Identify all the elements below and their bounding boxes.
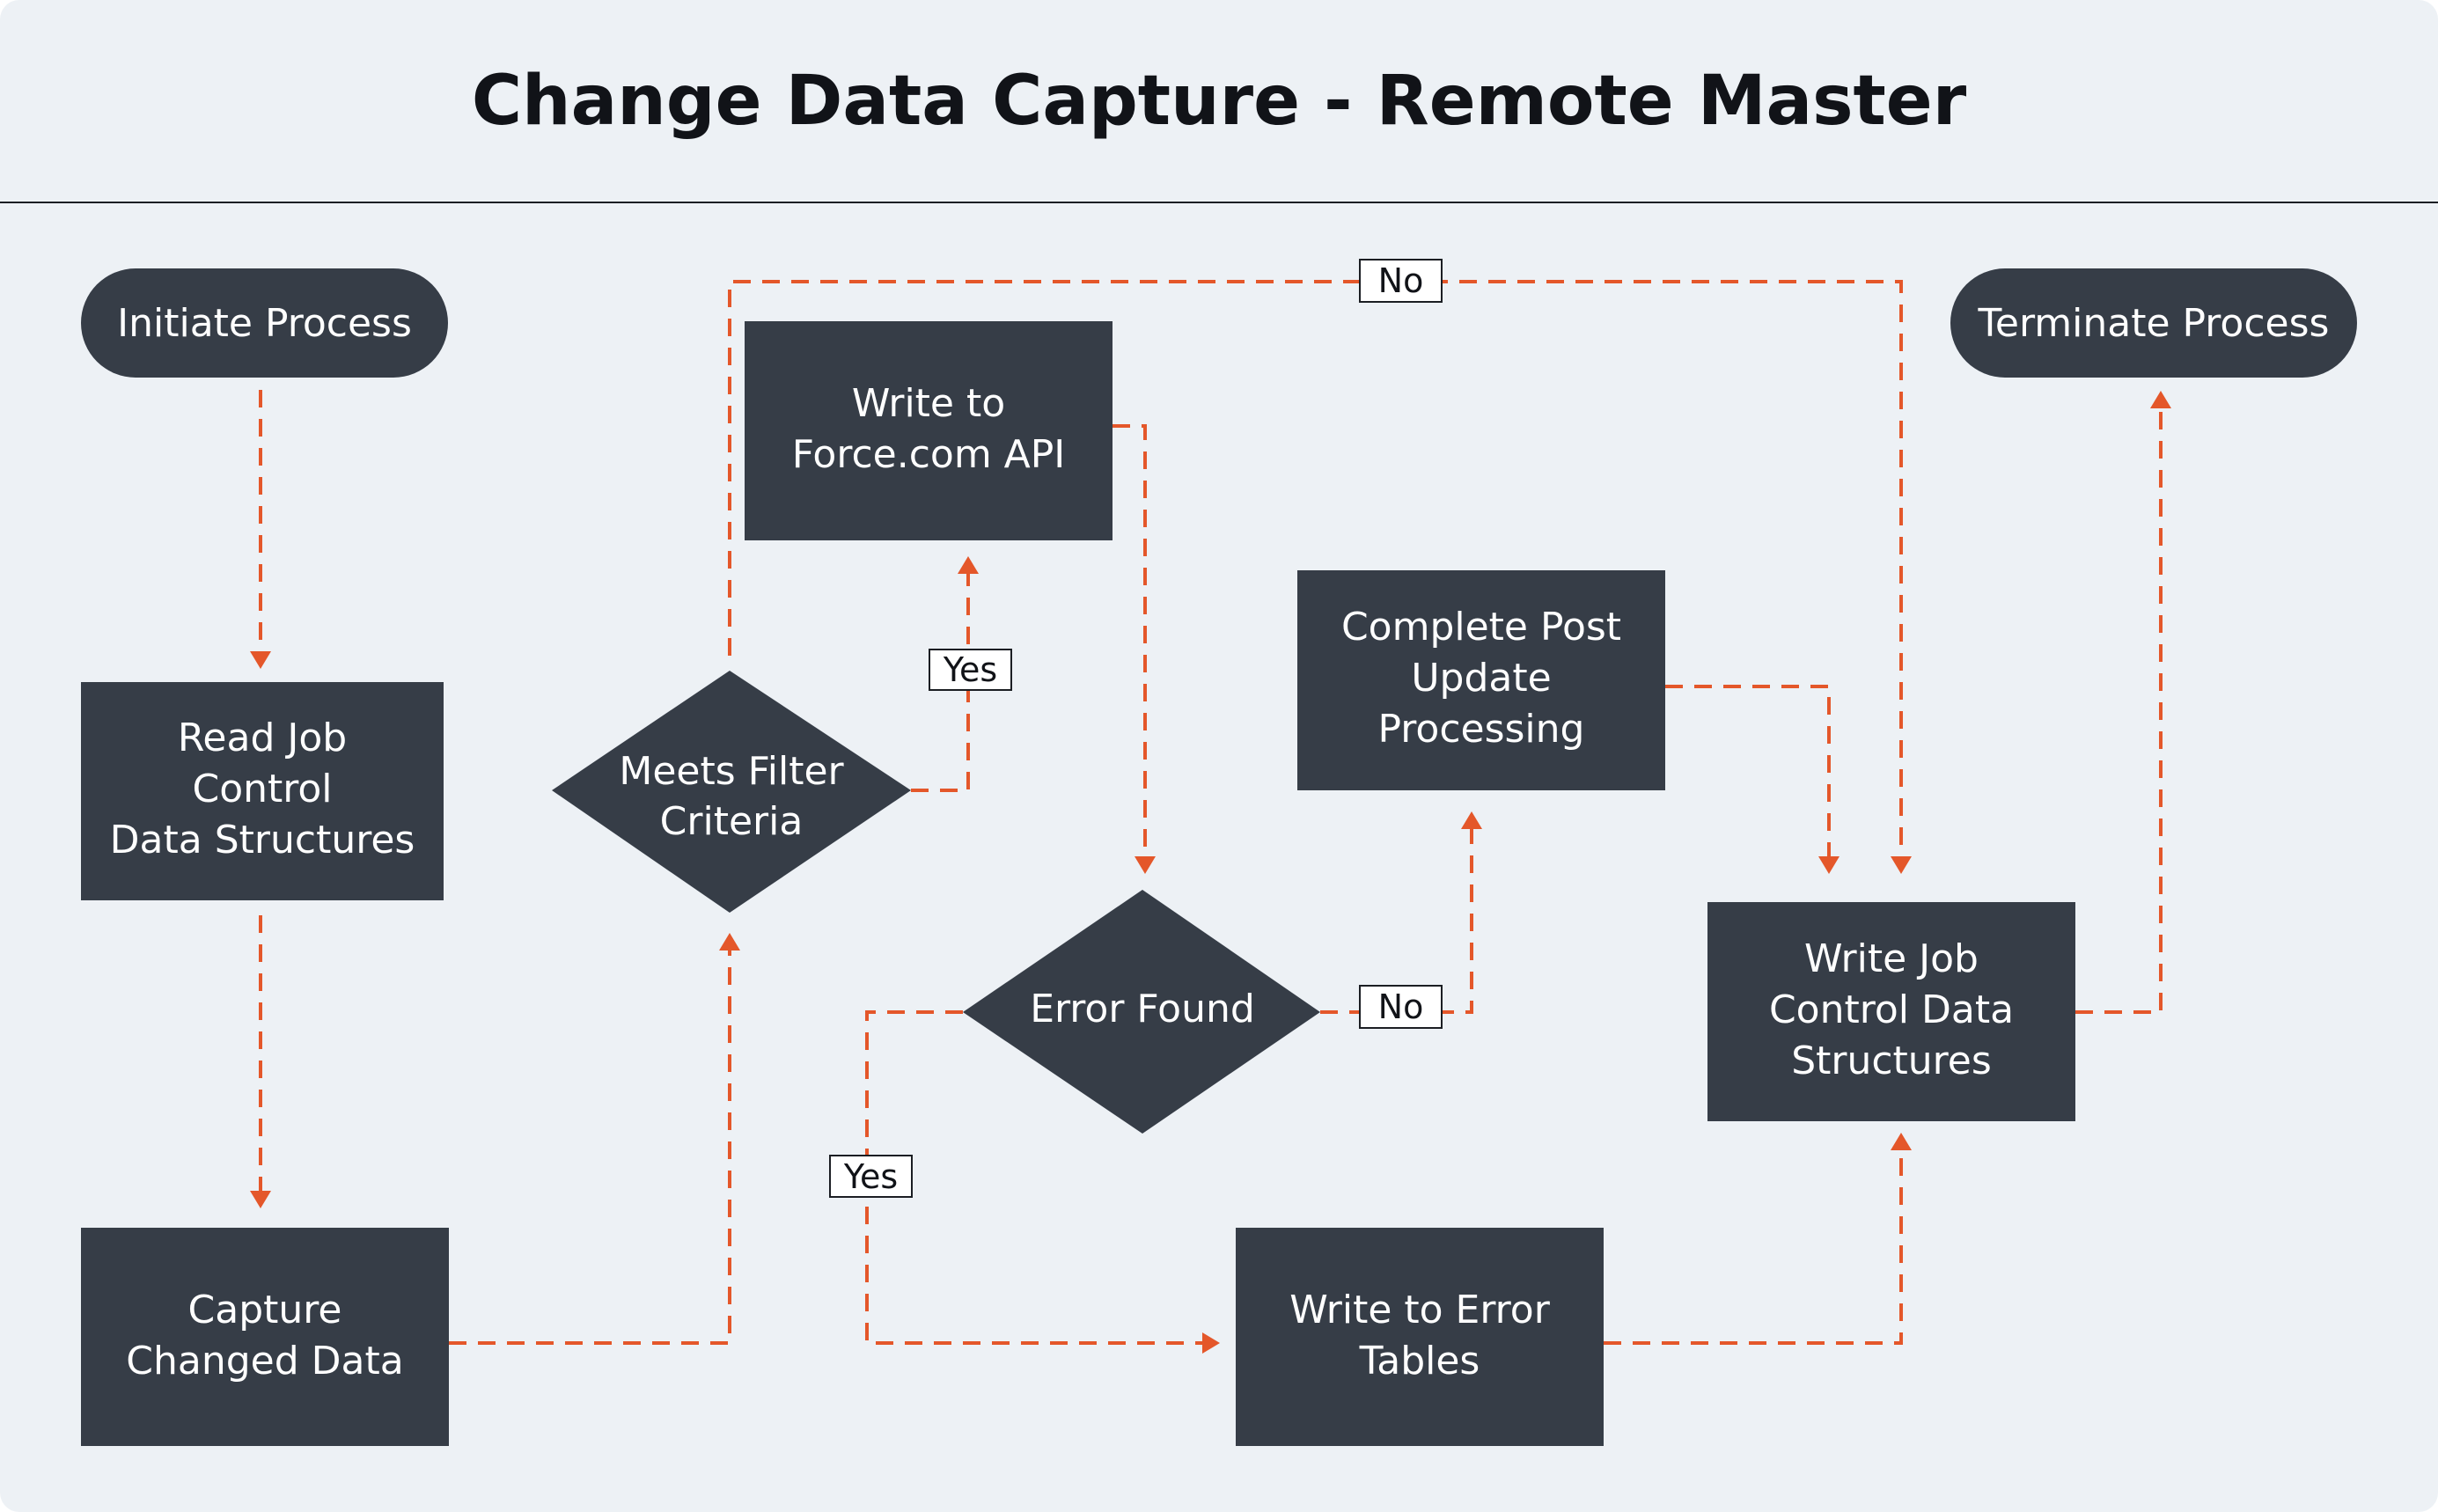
arrowhead-write-error-to-write-job xyxy=(1891,1133,1912,1150)
node-label: Control xyxy=(192,767,332,811)
node-label: Changed Data xyxy=(126,1339,403,1384)
arrowhead-meets-filter-yes xyxy=(958,556,979,574)
node-label: Initiate Process xyxy=(117,301,412,346)
node-label: Data Structures xyxy=(110,818,415,862)
edge-write-force-to-error-found xyxy=(1113,424,1147,858)
node-label: Write to Error xyxy=(1289,1288,1550,1332)
edge-label-text: No xyxy=(1378,987,1424,1026)
connectors xyxy=(250,280,2171,1354)
node-label: Write to xyxy=(852,381,1005,426)
edge-label-error-no: No xyxy=(1359,985,1443,1029)
node-label: Tables xyxy=(1359,1339,1480,1384)
title-divider xyxy=(0,202,2438,203)
arrowhead-read-job-to-capture xyxy=(250,1191,271,1208)
edge-meets-filter-no xyxy=(728,280,1903,858)
node-label: Terminate Process xyxy=(1978,301,2330,346)
arrowhead-write-job-to-terminate xyxy=(2150,391,2171,408)
arrowhead-meets-filter-no xyxy=(1891,856,1912,874)
node-initiate-process: Initiate Process xyxy=(81,268,448,378)
arrowhead-capture-to-meets-filter xyxy=(719,933,740,951)
node-label: Complete Post xyxy=(1341,605,1621,650)
edge-capture-to-meets-filter xyxy=(449,949,731,1345)
node-write-force-api: Write to Force.com API xyxy=(745,321,1113,540)
node-label: Criteria xyxy=(660,799,804,844)
node-complete-post-update: Complete Post Update Processing xyxy=(1297,570,1665,790)
node-label: Update xyxy=(1411,656,1551,701)
node-error-found: Error Found xyxy=(963,890,1320,1134)
node-label: Structures xyxy=(1791,1039,1992,1083)
arrowhead-write-force-to-error-found xyxy=(1135,856,1156,874)
edge-label-text: Yes xyxy=(943,650,997,689)
node-read-job-control: Read Job Control Data Structures xyxy=(81,682,444,900)
node-label: Write Job xyxy=(1804,936,1979,981)
diagram-title: Change Data Capture - Remote Master xyxy=(471,62,1967,141)
edge-label-text: Yes xyxy=(843,1157,898,1196)
edge-label-filter-yes: Yes xyxy=(929,649,1012,691)
node-label: Meets Filter xyxy=(619,749,844,794)
edge-complete-post-to-write-job xyxy=(1665,685,1831,858)
node-label: Control Data xyxy=(1769,987,2014,1032)
edge-label-error-yes: Yes xyxy=(829,1155,913,1198)
node-label: Processing xyxy=(1378,707,1585,752)
node-label: Error Found xyxy=(1030,987,1255,1031)
arrowhead-complete-post-to-write-job xyxy=(1818,856,1840,874)
edge-label-filter-no: No xyxy=(1359,259,1443,303)
edge-write-job-to-terminate xyxy=(2075,407,2163,1014)
node-meets-filter-criteria: Meets Filter Criteria xyxy=(552,671,911,913)
arrowhead-error-found-yes xyxy=(1202,1332,1220,1354)
node-capture-changed-data: Capture Changed Data xyxy=(81,1228,449,1446)
edge-write-error-to-write-job xyxy=(1604,1149,1903,1345)
node-label: Capture xyxy=(188,1288,342,1332)
node-write-job-control: Write Job Control Data Structures xyxy=(1707,902,2075,1121)
edge-label-text: No xyxy=(1378,261,1424,300)
node-label: Force.com API xyxy=(792,432,1066,477)
edge-error-found-no xyxy=(1320,827,1473,1014)
node-write-error-tables: Write to Error Tables xyxy=(1236,1228,1604,1446)
node-label: Read Job xyxy=(178,716,347,760)
node-terminate-process: Terminate Process xyxy=(1950,268,2357,378)
arrowhead-initiate-to-read-job xyxy=(250,651,271,669)
arrowhead-error-found-no xyxy=(1461,811,1482,829)
